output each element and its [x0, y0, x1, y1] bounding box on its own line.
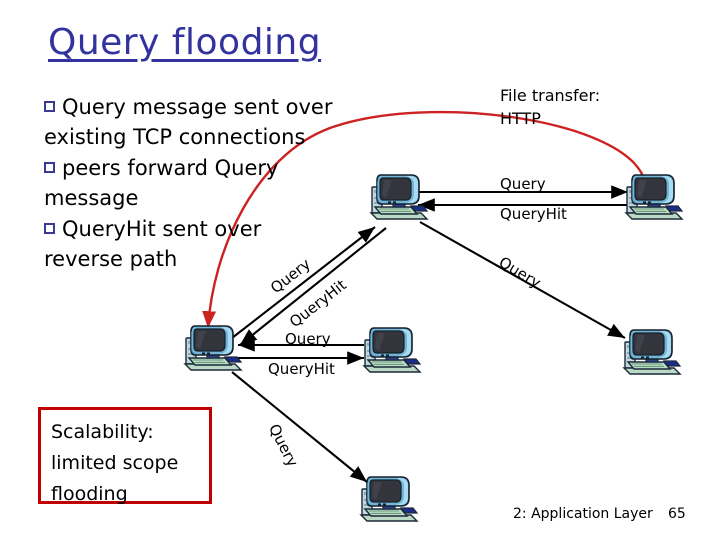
- scalability-callout-text: Scalability: limited scope flooding: [41, 410, 209, 510]
- file-transfer-line-2: HTTP: [500, 109, 541, 128]
- computer-icon-peer-left[interactable]: [184, 325, 242, 373]
- square-bullet-icon: [44, 162, 55, 173]
- list-item: Query message sent over existing TCP con…: [44, 92, 344, 152]
- arrow-query-left-to-bottom: [231, 371, 368, 483]
- scalability-line-2: limited scope: [51, 452, 179, 474]
- edge-label-query-mid: Query: [285, 330, 331, 348]
- edge-label-query-top: Query: [500, 175, 546, 193]
- edge-label-query-diagonal-down: Query: [264, 421, 302, 470]
- bullet-list: Query message sent over existing TCP con…: [44, 92, 344, 275]
- computer-icon-peer-bottom[interactable]: [360, 476, 418, 524]
- edge-label-query-diagonal-right: Query: [495, 253, 545, 292]
- list-item-label: Query message sent over existing TCP con…: [44, 95, 333, 149]
- footer-page-number: 65: [668, 506, 686, 522]
- scalability-line-3: flooding: [51, 483, 128, 505]
- file-transfer-annotation: File transfer: HTTP: [500, 84, 600, 130]
- edge-label-queryhit-mid: QueryHit: [268, 360, 335, 378]
- computer-icon-peer-right-low[interactable]: [623, 329, 681, 377]
- edge-label-queryhit-diagonal-up: QueryHit: [286, 275, 350, 332]
- list-item-label: peers forward Query message: [44, 156, 279, 210]
- square-bullet-icon: [44, 223, 55, 234]
- computer-icon-peer-center[interactable]: [370, 174, 428, 222]
- list-item: QueryHit sent over reverse path: [44, 214, 344, 274]
- edge-label-queryhit-top: QueryHit: [500, 205, 567, 223]
- square-bullet-icon: [44, 101, 55, 112]
- computer-icon-peer-center-low[interactable]: [363, 327, 421, 375]
- list-item-label: QueryHit sent over reverse path: [44, 217, 262, 271]
- scalability-line-1: Scalability:: [51, 421, 154, 443]
- file-transfer-line-1: File transfer:: [500, 86, 601, 105]
- page-title: Query flooding: [48, 22, 322, 63]
- scalability-callout-box: Scalability: limited scope flooding: [38, 407, 212, 505]
- footer-chapter-label: 2: Application Layer: [513, 506, 653, 522]
- computer-icon-peer-right-top[interactable]: [625, 174, 683, 222]
- list-item: peers forward Query message: [44, 153, 344, 213]
